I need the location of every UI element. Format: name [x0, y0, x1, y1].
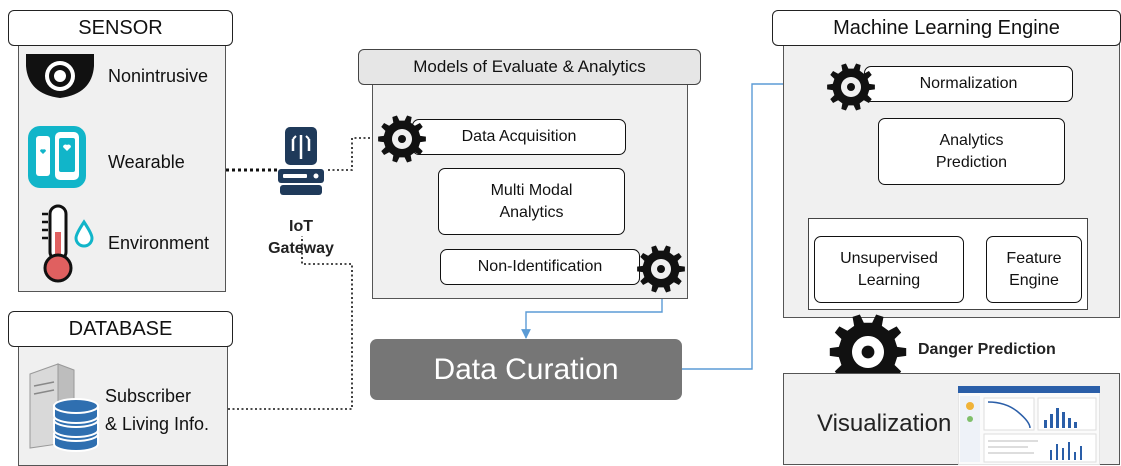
wearable-icon [28, 126, 86, 188]
gateway-label-line2: Gateway [268, 240, 334, 257]
gateway-label-line1: IoT [289, 218, 313, 235]
danger-prediction-label: Danger Prediction [918, 341, 1056, 358]
data-acquisition-box: Data Acquisition [412, 119, 626, 155]
visualization-label: Visualization [817, 410, 952, 437]
sensor-item-wearable: Wearable [108, 152, 185, 172]
dashboard-thumbnail-icon [958, 386, 1100, 465]
non-identification-box: Non-Identification [440, 249, 640, 285]
gear-icon [827, 63, 875, 111]
database-label-line2: & Living Info. [105, 414, 210, 434]
models-title: Models of Evaluate & Analytics [358, 49, 701, 85]
normalization-box: Normalization [864, 66, 1073, 102]
gear-icon [637, 245, 685, 293]
sensor-item-nonintrusive: Nonintrusive [108, 66, 209, 86]
data-curation-box: Data Curation [370, 339, 682, 400]
gateway-models-link [328, 137, 384, 171]
sensor-title: SENSOR [8, 10, 233, 46]
ml-engine-title: Machine Learning Engine [772, 10, 1121, 46]
router-icon [278, 127, 324, 195]
database-title: DATABASE [8, 311, 233, 347]
gear-icon [378, 115, 426, 163]
danger-gear-icon [829, 314, 907, 390]
thermometer-icon [42, 204, 94, 283]
camera-icon [26, 54, 94, 98]
database-label-line1: Subscriber [105, 386, 192, 406]
database-server-icon [29, 363, 99, 452]
database-gateway-link [228, 236, 353, 410]
sensor-item-environment: Environment [108, 233, 210, 253]
